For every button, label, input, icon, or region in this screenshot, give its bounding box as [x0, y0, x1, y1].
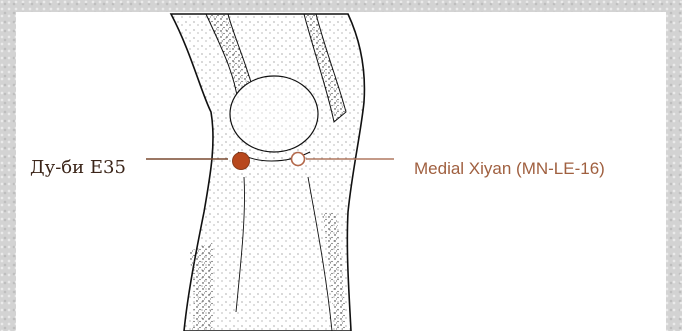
illustration-panel: Ду-би E35 Medial Xiyan (MN-LE-16) [16, 12, 666, 331]
point-e35-label: Ду-би E35 [30, 159, 126, 177]
point-medial-xiyan-label: Medial Xiyan (MN-LE-16) [414, 160, 605, 177]
point-medial-xiyan-marker [292, 153, 305, 166]
point-e35-marker [233, 153, 250, 170]
